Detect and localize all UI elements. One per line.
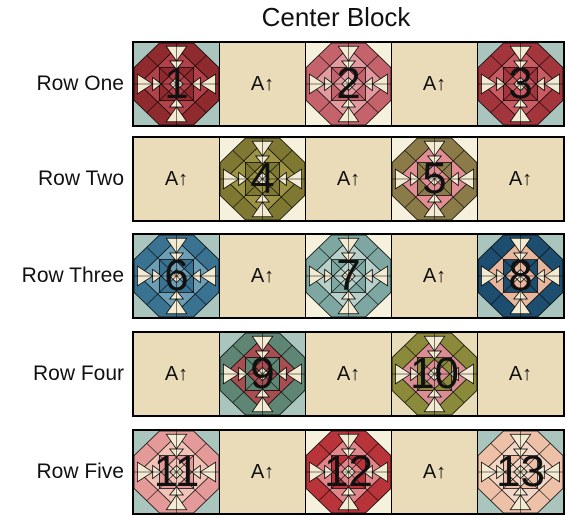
- block-a-label: A↑: [251, 461, 274, 484]
- star-block: 5: [391, 138, 477, 220]
- alternate-block-a: A↑: [219, 43, 305, 125]
- star-block-graphic: [220, 333, 305, 415]
- block-a-label: A↑: [423, 461, 446, 484]
- star-block: 9: [219, 333, 305, 415]
- star-block-graphic: [306, 43, 391, 125]
- star-block-graphic: [478, 43, 563, 125]
- star-block: 12: [305, 431, 391, 513]
- row-label: Row One: [0, 71, 124, 97]
- star-block-graphic: [306, 235, 391, 317]
- block-a-label: A↑: [337, 363, 360, 386]
- alternate-block-a: A↑: [477, 138, 563, 220]
- alternate-block-a: A↑: [477, 333, 563, 415]
- block-a-label: A↑: [423, 265, 446, 288]
- star-block-graphic: [134, 431, 219, 513]
- alternate-block-a: A↑: [134, 138, 219, 220]
- row-label: Row Five: [0, 459, 124, 485]
- block-a-label: A↑: [165, 363, 188, 386]
- star-block-graphic: [392, 333, 477, 415]
- star-block-graphic: [478, 235, 563, 317]
- star-block: 2: [305, 43, 391, 125]
- star-block: 4: [219, 138, 305, 220]
- alternate-block-a: A↑: [219, 431, 305, 513]
- star-block-graphic: [306, 431, 391, 513]
- alternate-block-a: A↑: [391, 431, 477, 513]
- star-block: 8: [477, 235, 563, 317]
- star-block: 7: [305, 235, 391, 317]
- row-label: Row Three: [0, 263, 124, 289]
- row-label: Row Two: [0, 166, 124, 192]
- star-block-graphic: [392, 138, 477, 220]
- star-block-graphic: [134, 235, 219, 317]
- alternate-block-a: A↑: [391, 235, 477, 317]
- block-a-label: A↑: [251, 73, 274, 96]
- alternate-block-a: A↑: [305, 333, 391, 415]
- row-strip: A↑ 4 A↑ 5 A↑: [132, 136, 565, 222]
- row-strip: A↑ 9 A↑ 10 A↑: [132, 331, 565, 417]
- block-a-label: A↑: [337, 168, 360, 191]
- star-block: 6: [134, 235, 219, 317]
- block-a-label: A↑: [509, 168, 532, 191]
- star-block-graphic: [134, 43, 219, 125]
- row-strip: 11 A↑ 12 A↑ 13: [132, 429, 565, 515]
- star-block: 3: [477, 43, 563, 125]
- star-block: 10: [391, 333, 477, 415]
- alternate-block-a: A↑: [391, 43, 477, 125]
- diagram-title: Center Block: [216, 2, 456, 33]
- star-block: 13: [477, 431, 563, 513]
- star-block: 11: [134, 431, 219, 513]
- star-block-graphic: [478, 431, 563, 513]
- block-a-label: A↑: [423, 73, 446, 96]
- alternate-block-a: A↑: [134, 333, 219, 415]
- row-label: Row Four: [0, 361, 124, 387]
- row-strip: 1 A↑ 2 A↑ 3: [132, 41, 565, 127]
- star-block: 1: [134, 43, 219, 125]
- block-a-label: A↑: [509, 363, 532, 386]
- block-a-label: A↑: [165, 168, 188, 191]
- alternate-block-a: A↑: [219, 235, 305, 317]
- alternate-block-a: A↑: [305, 138, 391, 220]
- row-strip: 6 A↑ 7 A↑ 8: [132, 233, 565, 319]
- block-a-label: A↑: [251, 265, 274, 288]
- star-block-graphic: [220, 138, 305, 220]
